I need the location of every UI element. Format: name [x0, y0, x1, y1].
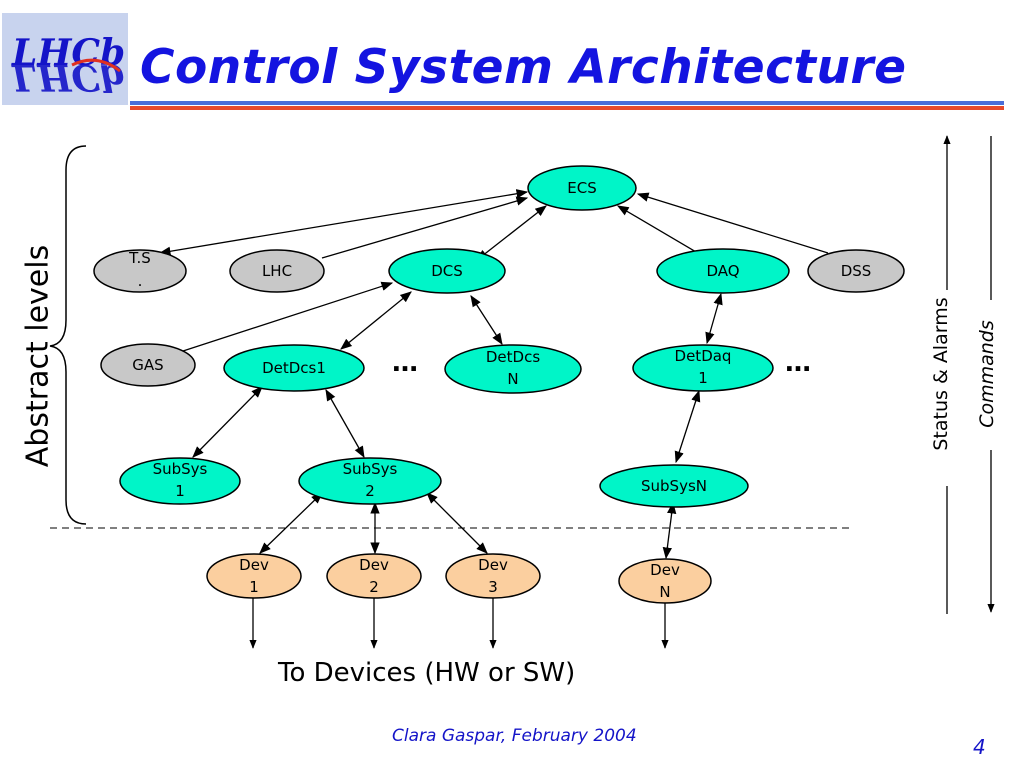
edge-detdcs1-subsys1 — [192, 386, 263, 458]
edge-ecs-ts — [158, 189, 529, 256]
edge-subsys2-dev1 — [259, 492, 323, 554]
node-ecs[interactable]: ECS — [527, 165, 637, 211]
svg-text:DAQ: DAQ — [706, 262, 739, 280]
edge-detdcs1-subsys2 — [325, 388, 365, 459]
svg-text:LHCb: LHCb — [11, 32, 125, 74]
svg-text:LHC: LHC — [262, 262, 292, 280]
edge-ecs-daq — [616, 205, 710, 260]
svg-text:GAS: GAS — [132, 356, 163, 374]
svg-text:SubSys: SubSys — [153, 460, 208, 478]
node-gas[interactable]: GAS — [100, 343, 196, 387]
svg-text:SubSys: SubSys — [343, 460, 398, 478]
edge-detdaq1-subsysn — [674, 389, 701, 464]
svg-text:ECS: ECS — [567, 179, 596, 197]
svg-text:DetDcs1: DetDcs1 — [262, 359, 326, 377]
svg-text:1: 1 — [698, 369, 708, 387]
edge-daq-detdaq1 — [705, 292, 723, 345]
edge-ecs-dss — [636, 192, 829, 254]
edge-dcs-gas — [182, 281, 394, 352]
footer-author-date: Clara Gaspar, February 2004 — [392, 726, 637, 746]
edge-ecs-lhc — [321, 196, 529, 259]
to-devices-caption: To Devices (HW or SW) — [278, 658, 576, 688]
svg-text:Dev: Dev — [239, 556, 269, 574]
svg-text:2: 2 — [365, 482, 375, 500]
node-subsys1[interactable]: SubSys 1 — [119, 457, 241, 505]
node-lhc[interactable]: LHC — [229, 249, 325, 293]
page-number: 4 — [973, 735, 986, 759]
svg-text:1: 1 — [249, 578, 259, 596]
node-detdcs1[interactable]: DetDcs1 — [223, 344, 365, 392]
svg-text:.: . — [138, 272, 143, 290]
edge-dcs-detdcs1 — [340, 291, 412, 350]
node-dcs[interactable]: DCS — [388, 248, 506, 294]
svg-text:DetDcs: DetDcs — [486, 348, 540, 366]
abstract-levels-label: Abstract levels — [20, 244, 56, 468]
edge-subsysn-devn — [662, 501, 677, 560]
svg-text:T.S: T.S — [128, 249, 151, 267]
ellipsis-detdcs: … — [392, 348, 418, 378]
node-subsys2[interactable]: SubSys 2 — [298, 457, 442, 505]
node-daq[interactable]: DAQ — [656, 248, 790, 294]
node-dev1[interactable]: Dev 1 — [206, 553, 302, 599]
svg-text:Dev: Dev — [478, 556, 508, 574]
svg-text:3: 3 — [488, 578, 498, 596]
title-divider-red — [130, 106, 1004, 110]
edge-dcs-detdcsn — [470, 295, 503, 345]
svg-text:DCS: DCS — [431, 262, 463, 280]
svg-text:2: 2 — [369, 578, 379, 596]
svg-text:N: N — [507, 370, 518, 388]
svg-text:DSS: DSS — [841, 262, 872, 280]
svg-text:N: N — [659, 583, 670, 601]
ellipsis-detdaq: … — [785, 348, 811, 378]
node-devn[interactable]: Dev N — [618, 558, 712, 604]
title-divider-blue — [130, 101, 1004, 105]
svg-text:SubSysN: SubSysN — [641, 477, 707, 495]
node-detdaq1[interactable]: DetDaq 1 — [632, 344, 774, 392]
status-alarms-label: Status & Alarms — [930, 297, 952, 451]
node-ts[interactable]: T.S . — [93, 249, 187, 293]
commands-label: Commands — [976, 320, 998, 428]
svg-text:DetDaq: DetDaq — [675, 347, 732, 365]
abstract-levels-brace — [49, 145, 87, 525]
edge-subsys2-dev3 — [426, 492, 488, 554]
node-dev3[interactable]: Dev 3 — [445, 553, 541, 599]
lhcb-logo: LHCb LHCb — [2, 13, 128, 105]
svg-text:Dev: Dev — [359, 556, 389, 574]
edge-ecs-dcs — [476, 205, 547, 261]
node-subsysn[interactable]: SubSysN — [599, 464, 749, 508]
node-dev2[interactable]: Dev 2 — [326, 553, 422, 599]
svg-text:Dev: Dev — [650, 561, 680, 579]
svg-text:1: 1 — [175, 482, 185, 500]
node-dss[interactable]: DSS — [807, 249, 905, 293]
connections — [158, 189, 829, 649]
node-detdcsn[interactable]: DetDcs N — [444, 344, 582, 394]
page-title: Control System Architecture — [140, 40, 907, 95]
